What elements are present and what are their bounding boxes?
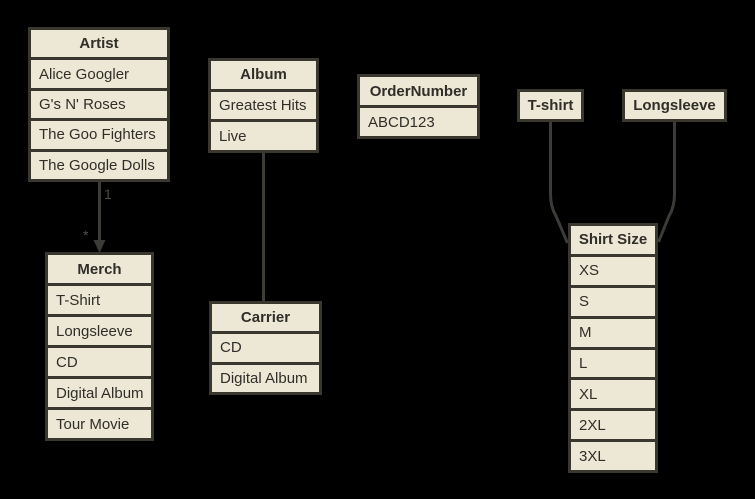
table-row: S (571, 287, 655, 316)
artist-header: Artist (31, 30, 167, 58)
longsleeve-shirtsize-line (657, 122, 676, 243)
table-row: Longsleeve (48, 317, 151, 345)
edge-multiplicity-one-label: 1 (104, 186, 112, 202)
arrow-down-head-icon (93, 240, 106, 253)
merch-table: Merch T-Shirt Longsleeve CD Digital Albu… (45, 252, 154, 441)
table-row: 3XL (571, 442, 655, 470)
tshirt-node: T-shirt (517, 89, 584, 122)
table-row: L (571, 349, 655, 378)
ordernumber-header: OrderNumber (360, 77, 477, 105)
table-row: M (571, 318, 655, 347)
shirtsize-table: Shirt Size XS S M L XL 2XL 3XL (568, 223, 658, 473)
table-row: 2XL (571, 411, 655, 440)
table-row: T-Shirt (48, 286, 151, 314)
table-row: XS (571, 256, 655, 285)
table-row: Digital Album (212, 364, 319, 392)
shirtsize-header: Shirt Size (571, 226, 655, 254)
carrier-table: Carrier CD Digital Album (209, 301, 322, 395)
carrier-header: Carrier (212, 304, 319, 332)
table-row: The Google Dolls (31, 151, 167, 180)
table-row: Live (211, 122, 316, 151)
artist-table: Artist Alice Googler G's N' Roses The Go… (28, 27, 170, 182)
ordernumber-table: OrderNumber ABCD123 (357, 74, 480, 139)
table-row: Greatest Hits (211, 91, 316, 120)
table-row: Alice Googler (31, 60, 167, 88)
album-table: Album Greatest Hits Live (208, 58, 319, 153)
tshirt-header: T-shirt (520, 92, 581, 119)
table-row: CD (48, 348, 151, 376)
longsleeve-node: Longsleeve (622, 89, 727, 122)
table-row: The Goo Fighters (31, 121, 167, 149)
longsleeve-header: Longsleeve (625, 92, 724, 119)
merch-header: Merch (48, 255, 151, 283)
table-row: XL (571, 380, 655, 409)
edge-multiplicity-many-label: * (83, 227, 89, 243)
table-row: CD (212, 334, 319, 362)
table-row: Digital Album (48, 379, 151, 407)
tshirt-shirtsize-line (549, 122, 569, 244)
table-row: G's N' Roses (31, 90, 167, 119)
album-header: Album (211, 61, 316, 89)
table-row: ABCD123 (360, 108, 477, 136)
artist-merch-arrow (93, 182, 106, 253)
table-row: Tour Movie (48, 410, 151, 438)
